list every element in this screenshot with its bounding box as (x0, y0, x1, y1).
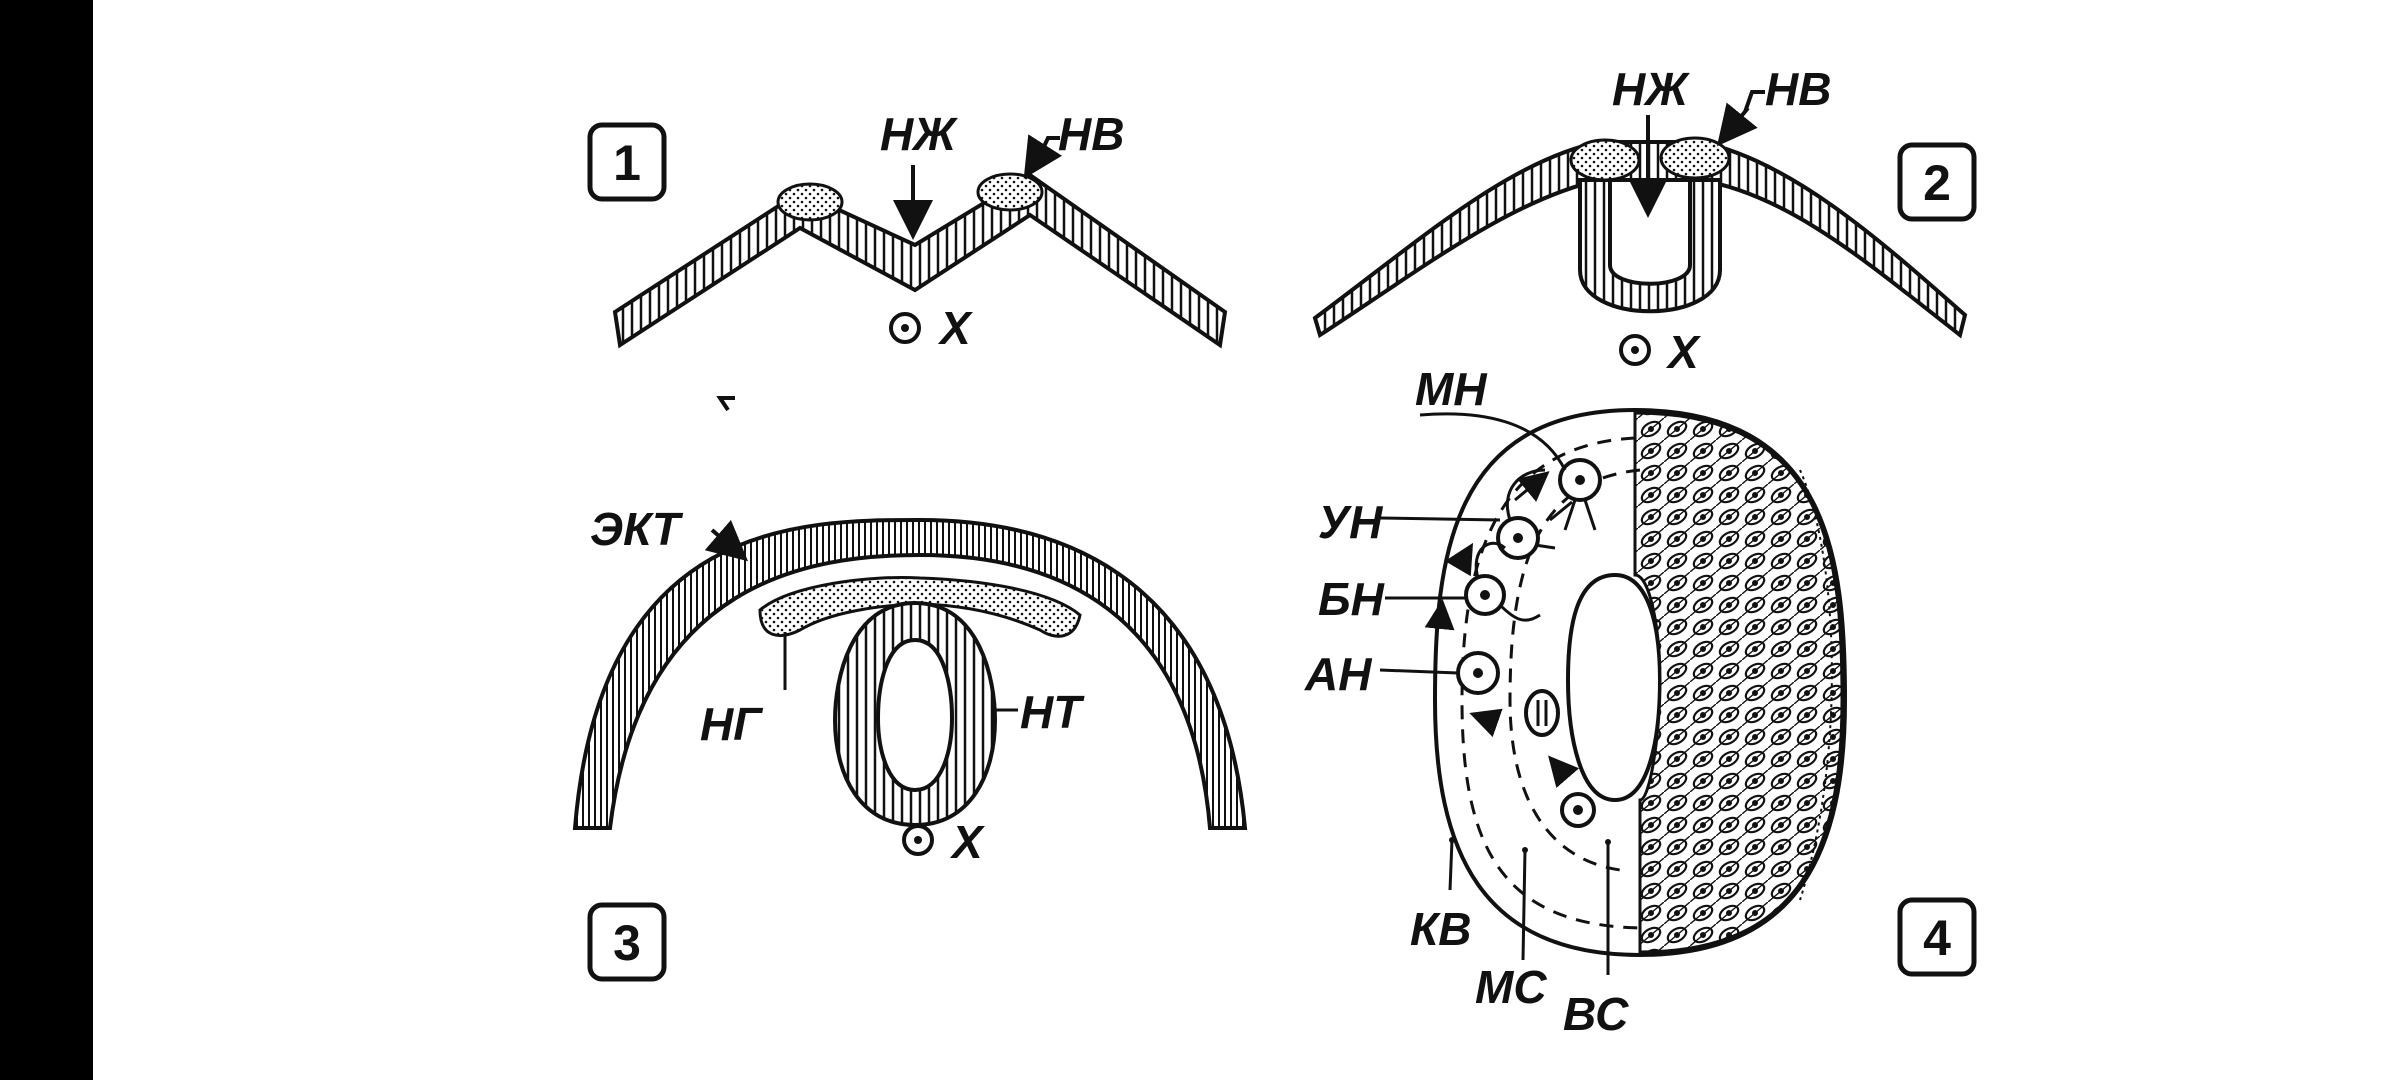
panel-4-arrow-5 (1548, 755, 1580, 788)
panel-1-neural-plate (612, 172, 1228, 349)
panel-4-label-vs: ВС (1563, 988, 1629, 1040)
panel-4-label-un: УН (1318, 496, 1383, 548)
panel-1-label-fold: НВ (1058, 108, 1124, 160)
panel-4-apolar-neuron (1456, 651, 1500, 695)
panel-4-dividing-cell (1524, 689, 1560, 737)
panel-2-ectoderm (1312, 140, 1968, 339)
panel-4-label-bn: БН (1318, 573, 1385, 625)
panel-4: 4 (1304, 363, 1977, 1040)
panel-3-number: 3 (613, 915, 641, 971)
panel-1-number: 1 (613, 135, 641, 191)
panel-4-unipolar-neuron (1496, 468, 1556, 560)
panel-4-label-mn: МН (1415, 363, 1487, 415)
panel-3-label-ectoderm: ЭКТ (590, 503, 684, 555)
panel-1-fold-left (776, 182, 844, 222)
panel-4-arrow-1 (1424, 599, 1455, 631)
panel-3-neural-crest-band (758, 576, 1082, 638)
panel-4-arrow-3 (1514, 471, 1550, 502)
panel-3-neural-tube (832, 600, 998, 828)
panel-2-label-notochord: Х (1665, 326, 1701, 378)
panel-4-germinal-cell (1560, 792, 1596, 828)
panel-1-label-groove: НЖ (880, 108, 958, 160)
panel-2-number-box: 2 (1897, 142, 1977, 222)
panel-4-multipolar-neuron (1419, 412, 1602, 531)
panel-2: 2 НЖ НВ Х (1312, 63, 1977, 378)
panel-3-label-crest: НГ (700, 698, 763, 750)
panel-4-bipolar-neuron (1464, 541, 1541, 622)
panel-3-ectoderm (572, 517, 1248, 830)
panel-2-label-groove: НЖ (1612, 63, 1690, 115)
panel-4-ventricular-zone (1633, 411, 1844, 954)
panel-3-label-notochord: Х (949, 816, 985, 868)
panel-2-label-fold: НВ (1765, 63, 1831, 115)
panel-2-neural-groove (1578, 178, 1722, 314)
panel-4-label-ms: МС (1475, 961, 1547, 1013)
panel-2-fold-left (1569, 138, 1641, 182)
panel-1-label-notochord: Х (937, 302, 973, 354)
panel-2-notochord-icon (1619, 334, 1651, 366)
panel-3-notochord-icon (902, 824, 934, 856)
panel-1-number-box: 1 (587, 122, 667, 202)
panel-3-label-tube: НТ (1020, 686, 1085, 738)
panel-2-number: 2 (1923, 155, 1951, 211)
panel-4-number: 4 (1923, 910, 1951, 966)
panel-4-arrow-2 (1444, 542, 1474, 577)
left-black-bar (0, 0, 93, 1080)
panel-3: 3 ЭКТ НГ НТ Х (572, 396, 1248, 982)
panel-3-number-box: 3 (587, 902, 667, 982)
panel-4-boundary-outer (1460, 436, 1641, 930)
panel-3-ectoderm-pointer (716, 396, 735, 412)
panel-4-label-an: АН (1304, 648, 1372, 700)
panel-1: 1 НЖ НВ Х (587, 108, 1228, 354)
panel-2-fold-right (1659, 136, 1731, 180)
panel-1-fold-arrow (1038, 136, 1060, 156)
panel-4-arrow-4 (1469, 708, 1503, 738)
panel-1-fold-right (976, 172, 1044, 212)
panel-1-notochord-icon (889, 312, 921, 344)
panel-4-number-box: 4 (1897, 897, 1977, 977)
panel-4-label-kv: КВ (1410, 903, 1472, 955)
